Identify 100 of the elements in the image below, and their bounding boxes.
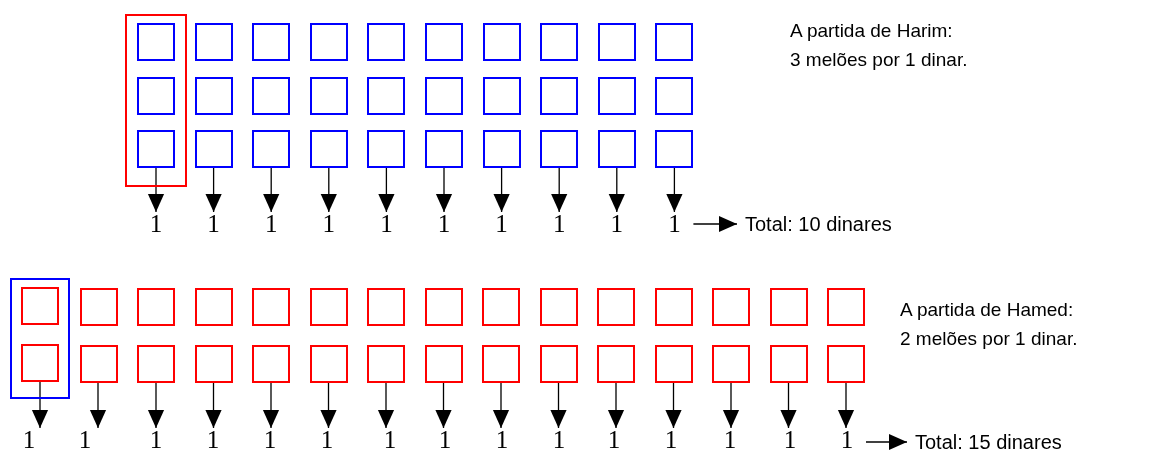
melon-square <box>827 345 865 383</box>
melon-square <box>482 345 520 383</box>
melon-square <box>424 345 463 383</box>
melon-square <box>597 77 636 115</box>
coin-value: 1 <box>70 428 100 452</box>
coin-value: 1 <box>255 428 285 452</box>
arrow <box>607 382 625 429</box>
arrow <box>435 167 453 213</box>
melon-square <box>194 345 233 383</box>
arrow <box>665 382 682 429</box>
coin-value: 1 <box>313 212 344 236</box>
melon-square <box>137 23 175 61</box>
melon-square <box>769 288 808 326</box>
melon-square <box>712 345 750 383</box>
coin-value: 1 <box>430 428 460 452</box>
melon-square <box>309 23 348 61</box>
coin-value: 1 <box>775 428 805 452</box>
melon-square <box>252 345 290 383</box>
description-text: A partida de Hamed: 2 melões por 1 dinar. <box>900 298 1079 351</box>
melon-square <box>539 345 578 383</box>
arrow <box>262 382 280 429</box>
coin-value: 1 <box>198 428 228 452</box>
melon-square <box>655 130 694 168</box>
arrow <box>435 382 452 429</box>
melon-square <box>482 130 521 168</box>
melon-square <box>425 77 463 115</box>
melon-square <box>194 23 233 61</box>
melon-square <box>425 130 463 168</box>
melon-square <box>252 23 291 61</box>
coin-value: 1 <box>656 428 686 452</box>
melon-square <box>309 130 348 168</box>
melon-square <box>367 130 406 168</box>
coin-value: 1 <box>659 212 690 236</box>
melon-square <box>597 23 636 61</box>
arrow <box>493 167 510 213</box>
arrow <box>147 167 165 213</box>
melon-square <box>137 288 175 326</box>
melon-square <box>309 77 348 115</box>
arrow <box>692 215 738 233</box>
coin-value: 1 <box>715 428 745 452</box>
arrow <box>722 382 740 429</box>
coin-value: 1 <box>141 428 171 452</box>
melon-square <box>309 288 348 326</box>
melon-square <box>712 288 750 326</box>
melon-square <box>540 77 579 115</box>
coin-value: 1 <box>375 428 405 452</box>
melon-square <box>21 344 59 382</box>
arrow <box>377 382 395 429</box>
melon-square <box>540 23 579 61</box>
melon-square <box>540 130 579 168</box>
melon-square <box>309 345 348 383</box>
arrow <box>492 382 510 429</box>
melon-square <box>482 23 521 61</box>
coin-value: 1 <box>832 428 862 452</box>
coin-value: 1 <box>141 212 171 236</box>
melon-square <box>769 345 808 383</box>
melon-square <box>655 23 694 61</box>
melon-square <box>367 77 406 115</box>
melon-square <box>367 345 405 383</box>
coin-value: 1 <box>14 428 44 452</box>
melon-square <box>79 288 118 326</box>
coin-value: 1 <box>256 212 287 236</box>
coin-value: 1 <box>198 212 229 236</box>
melon-square <box>21 287 59 325</box>
column-frame <box>10 278 70 399</box>
total-text: Total: 15 dinares <box>915 432 1062 452</box>
arrow <box>89 382 107 429</box>
melon-square <box>194 77 233 115</box>
arrow <box>320 382 337 429</box>
coin-value: 1 <box>371 212 402 236</box>
arrow <box>551 167 568 213</box>
melon-square <box>424 288 463 326</box>
melon-square <box>137 130 175 168</box>
arrow <box>865 433 908 451</box>
melon-square <box>367 288 405 326</box>
melon-square <box>597 288 635 326</box>
melon-square <box>79 345 118 383</box>
melon-square <box>827 288 865 326</box>
arrow <box>780 382 797 429</box>
arrow <box>320 167 337 213</box>
arrow <box>378 167 395 213</box>
description-text: A partida de Harim: 3 melões por 1 dinar. <box>790 19 969 72</box>
arrow <box>147 382 165 429</box>
coin-value: 1 <box>486 212 517 236</box>
total-text: Total: 10 dinares <box>745 214 892 234</box>
arrow <box>550 382 567 429</box>
coin-value: 1 <box>429 212 459 236</box>
melon-square <box>252 130 291 168</box>
melon-square <box>539 288 578 326</box>
melon-square <box>194 130 233 168</box>
melon-square <box>367 23 406 61</box>
arrow <box>31 381 49 429</box>
melon-square <box>425 23 463 61</box>
column-frame <box>125 14 187 187</box>
melon-square <box>252 288 290 326</box>
coin-value: 1 <box>544 212 575 236</box>
arrow <box>837 382 855 429</box>
melon-square <box>654 345 693 383</box>
melon-square <box>137 76 175 115</box>
arrow <box>205 382 222 429</box>
